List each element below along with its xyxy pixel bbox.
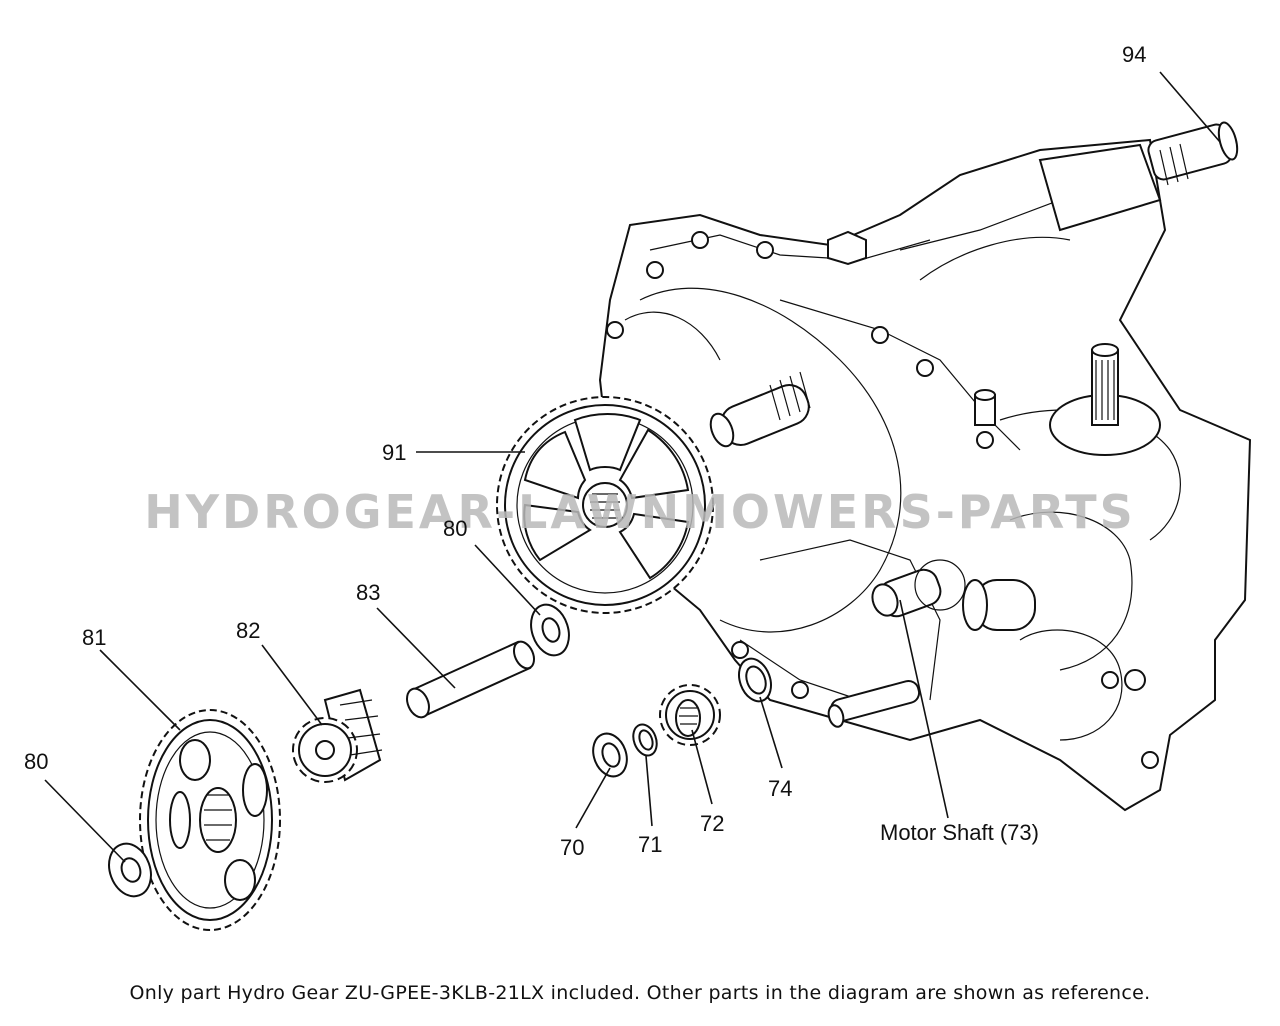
gear-91 (496, 396, 714, 614)
callout-80-upper: 80 (443, 516, 467, 541)
callout-71: 71 (638, 832, 662, 857)
pin-83 (406, 640, 536, 719)
washer-70 (592, 732, 628, 778)
washer-80-upper (530, 603, 570, 657)
callout-94: 94 (1122, 42, 1146, 67)
gear-82 (292, 688, 383, 783)
watermark-text: HYDROGEAR-LAWNMOWERS-PARTS (144, 485, 1136, 539)
callout-70: 70 (560, 835, 584, 860)
washer-74 (738, 657, 772, 703)
callout-motor-shaft: Motor Shaft (73) (880, 820, 1039, 845)
callout-74: 74 (768, 776, 792, 801)
callout-83: 83 (356, 580, 380, 605)
callout-81: 81 (82, 625, 106, 650)
transaxle-housing (598, 121, 1252, 812)
leader-lines (44, 71, 1221, 863)
callout-72: 72 (700, 811, 724, 836)
footer-note: Only part Hydro Gear ZU-GPEE-3KLB-21LX i… (129, 982, 1151, 1004)
callout-82: 82 (236, 618, 260, 643)
gear-81 (139, 709, 281, 931)
callout-labels: 94 91 80 83 82 81 80 70 71 72 74 Motor S… (24, 42, 1146, 860)
callout-91: 91 (382, 440, 406, 465)
gear-72 (659, 684, 721, 746)
callout-80-lower: 80 (24, 749, 48, 774)
ring-71 (632, 723, 658, 757)
